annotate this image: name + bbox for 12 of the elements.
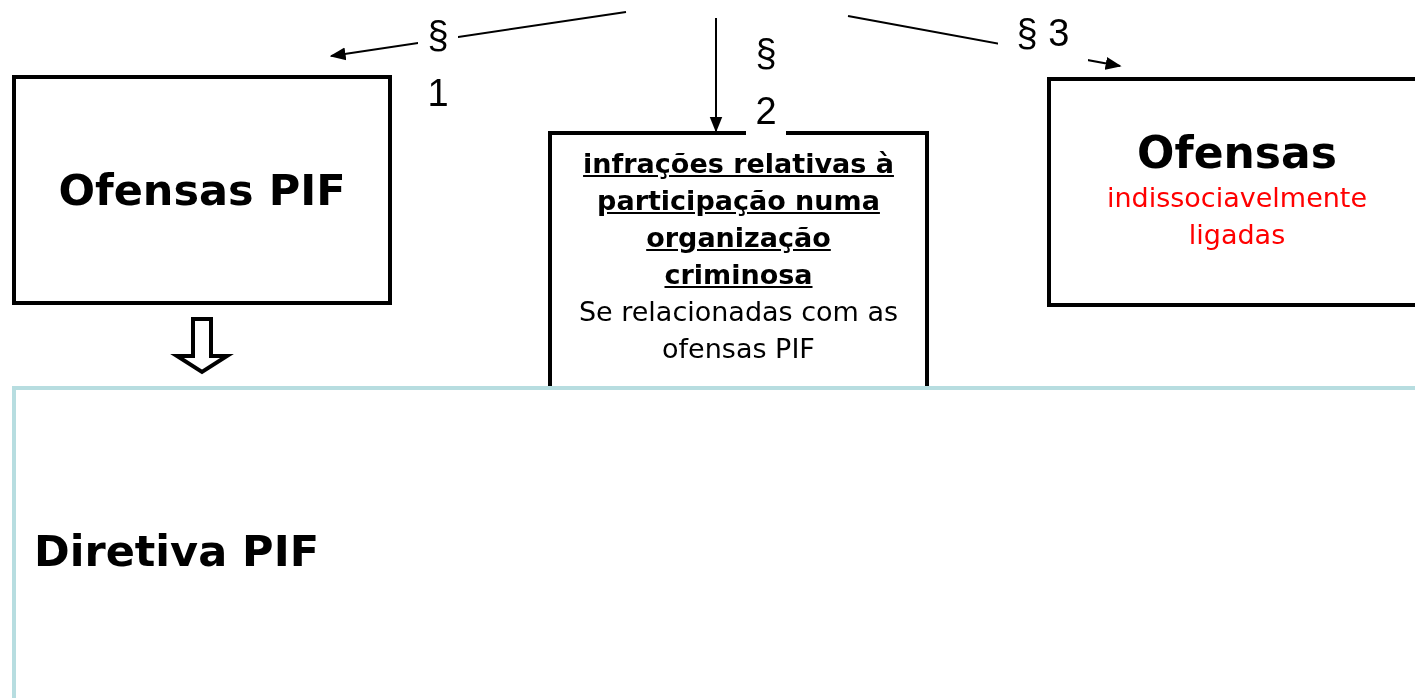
process-box xyxy=(548,131,929,386)
process-box xyxy=(12,75,392,305)
arrow xyxy=(709,17,723,133)
node-title: Diretiva PIF xyxy=(34,525,319,577)
process-box xyxy=(1047,77,1415,307)
node-title: infrações relativas à participação numa organização criminosa xyxy=(582,147,895,292)
node-title: Ofensas xyxy=(1137,127,1337,179)
container-panel xyxy=(12,386,1415,698)
node-description: Se relacionadas com as ofensas PIF xyxy=(577,295,900,366)
block-arrow xyxy=(170,317,234,375)
node-description: indissociavelmente ligadas xyxy=(1105,181,1369,252)
node-title: Ofensas PIF xyxy=(58,164,346,216)
